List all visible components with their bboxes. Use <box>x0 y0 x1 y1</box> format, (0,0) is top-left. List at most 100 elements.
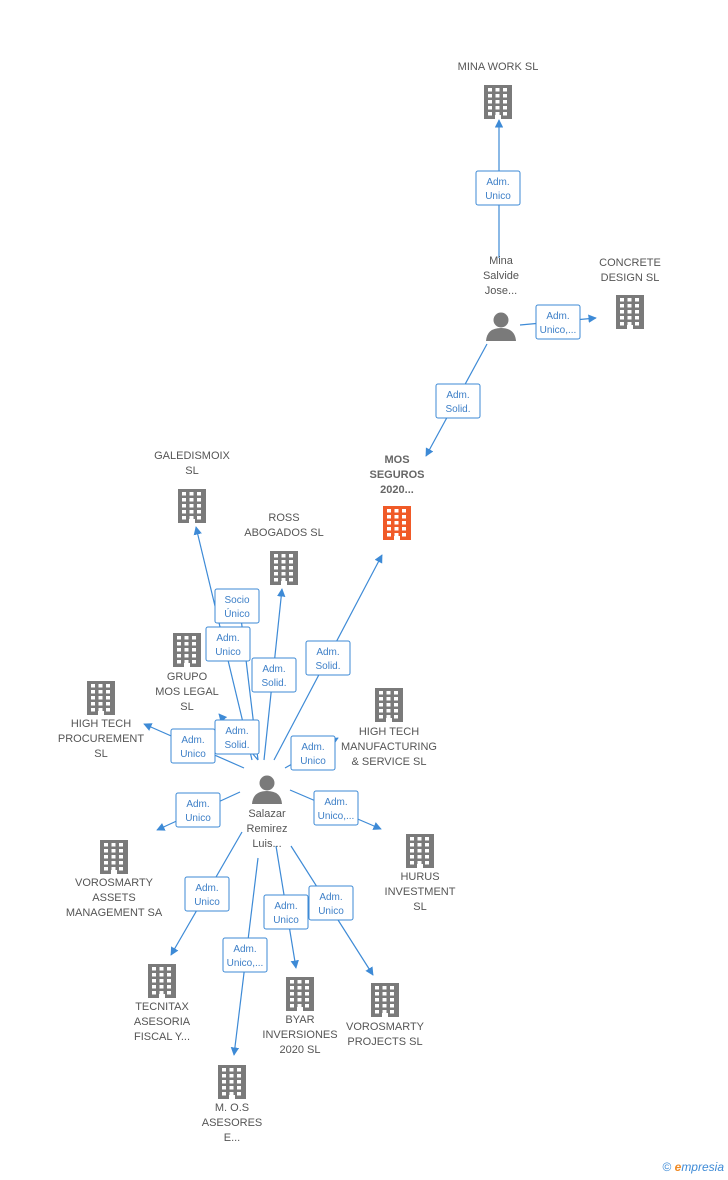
edge-label-box[interactable]: Adm.Unico <box>175 792 221 828</box>
node-label: GRUPO <box>167 671 208 683</box>
edge-label-text: Adm. <box>446 390 469 401</box>
edge-label-text: Adm. <box>216 633 239 644</box>
edge-label-text: Unico,... <box>318 811 355 822</box>
node-salazar[interactable]: SalazarRemirezLuis... <box>247 775 288 851</box>
node-label: HIGH TECH <box>359 726 419 738</box>
node-label: SL <box>94 748 107 760</box>
building-icon <box>406 834 434 868</box>
node-label: PROCUREMENT <box>58 733 144 745</box>
node-label: E... <box>224 1132 241 1144</box>
edge-label-text: Adm. <box>316 647 339 658</box>
node-label: SL <box>180 701 193 713</box>
edge-label-box[interactable]: Adm. Unico,... <box>535 304 581 340</box>
edge-label-text: Unico <box>273 915 299 926</box>
edge-label-text: Unico <box>194 897 220 908</box>
node-mos_asesores[interactable]: M. O.S ASESORES E... <box>202 1065 263 1144</box>
edge-label-text: Unico <box>185 813 211 824</box>
node-label: SEGUROS <box>369 469 424 481</box>
node-label: PROJECTS SL <box>347 1036 422 1048</box>
edge-label-frame <box>305 640 351 676</box>
building-icon <box>484 85 512 119</box>
edge-label-text: Adm. <box>546 311 569 322</box>
node-label: ROSS <box>268 512 299 524</box>
node-label: ASESORIA <box>134 1016 191 1028</box>
node-label: M. O.S <box>215 1102 249 1114</box>
brand-name: mpresia <box>681 1160 724 1174</box>
node-label: Luis... <box>252 838 281 850</box>
edge-label-text: Único <box>224 607 250 620</box>
node-label: MINA WORK SL <box>458 61 539 73</box>
edge-label-box[interactable]: Adm. Unico <box>308 885 354 921</box>
node-label: & SERVICE SL <box>352 756 427 768</box>
node-label: MANAGEMENT SA <box>66 907 163 919</box>
edge-label-text: Adm. <box>324 797 347 808</box>
nodes-layer: MINA WORK SLMinaSalvideJose...CONCRETEDE… <box>58 61 661 1144</box>
node-label: TECNITAX <box>135 1001 189 1013</box>
edge-label-frame <box>170 728 216 764</box>
edge-label-frame <box>222 937 268 973</box>
edge-label-text: Socio <box>224 595 249 606</box>
node-label: VOROSMARTY <box>346 1021 425 1033</box>
edge-label-text: Unico,... <box>540 325 577 336</box>
edge-label-text: Adm. <box>181 735 204 746</box>
node-label: MOS <box>384 454 409 466</box>
edge-label-box[interactable]: Adm.Unico <box>290 735 336 771</box>
building-icon <box>371 983 399 1017</box>
edge-label-box[interactable]: Adm.Unico <box>170 728 216 764</box>
edge-label-frame <box>205 626 251 662</box>
building-icon <box>375 688 403 722</box>
node-mina_work[interactable]: MINA WORK SL <box>458 61 539 119</box>
edge-label-text: Unico <box>318 906 344 917</box>
edge-label-frame <box>214 588 260 624</box>
building-icon <box>616 295 644 329</box>
node-label: Jose... <box>485 285 517 297</box>
edge-label-frame <box>290 735 336 771</box>
node-mina_person[interactable]: MinaSalvideJose... <box>483 255 519 341</box>
edge-label-text: Unico <box>300 756 326 767</box>
edge-label-text: Solid. <box>224 740 249 751</box>
edge-label-box[interactable]: Adm. Unico <box>475 170 521 206</box>
node-label: Salvide <box>483 270 519 282</box>
node-label: INVESTMENT <box>385 886 456 898</box>
building-icon <box>270 551 298 585</box>
edge-label-text: Adm. <box>319 892 342 903</box>
node-vorosmarty_p[interactable]: VOROSMARTY PROJECTS SL <box>346 983 425 1048</box>
edge-label-text: Adm. <box>486 177 509 188</box>
building-icon <box>218 1065 246 1099</box>
node-label: 2020... <box>380 484 414 496</box>
edge-label-frame <box>475 170 521 206</box>
edge-label-box[interactable]: Adm.Solid. <box>251 657 297 693</box>
node-label: SL <box>413 901 426 913</box>
edge-label-box[interactable]: Adm. Unico <box>263 894 309 930</box>
edge-label-box[interactable]: Adm.Unico <box>184 876 230 912</box>
edge-label-text: Adm. <box>274 901 297 912</box>
node-label: VOROSMARTY <box>75 877 154 889</box>
edge-label-box[interactable]: Adm.Unico,... <box>222 937 268 973</box>
node-label: ASESORES <box>202 1117 263 1129</box>
node-mos[interactable]: MOS SEGUROS 2020... <box>369 454 425 540</box>
node-ht_manu[interactable]: HIGH TECH MANUFACTURING & SERVICE SL <box>341 688 437 768</box>
edge-label-text: Unico <box>485 191 511 202</box>
building-icon <box>100 840 128 874</box>
edge-label-box[interactable]: Adm. Unico <box>205 626 251 662</box>
edge-label-frame <box>184 876 230 912</box>
edge-label-box[interactable]: Adm.Solid. <box>214 719 260 755</box>
node-label: MANUFACTURING <box>341 741 437 753</box>
edge-label-box[interactable]: Adm. Solid. <box>305 640 351 676</box>
edge-label-text: Unico <box>215 647 241 658</box>
edge-label-box[interactable]: Adm.Solid. <box>435 383 481 419</box>
edge-label-box[interactable]: Adm. Unico,... <box>313 790 359 826</box>
brand-initial: e <box>674 1160 682 1174</box>
edge-label-text: Solid. <box>315 661 340 672</box>
